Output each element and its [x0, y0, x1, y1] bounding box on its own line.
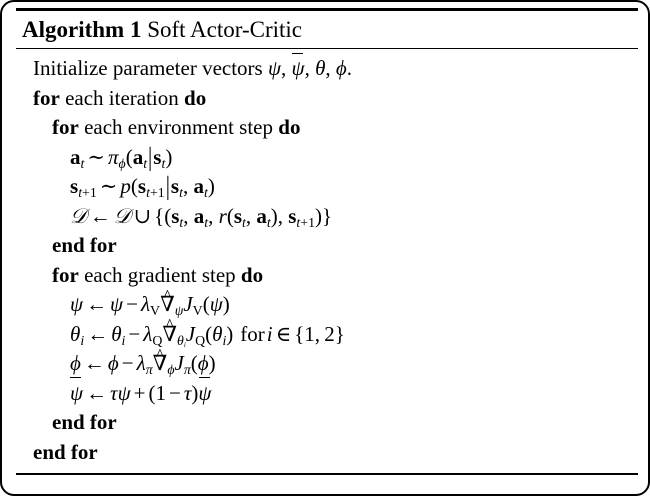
- line-update-psi-bar: ψ←τψ+(1−τ)ψ: [16, 377, 638, 409]
- keyword-end-for: end for: [52, 233, 117, 258]
- keyword-do: do: [278, 115, 301, 140]
- algorithm-name: Soft Actor-Critic: [147, 17, 302, 42]
- line-update-psi: ψ←ψ−λV∇ψJV(ψ): [16, 290, 638, 320]
- algorithm-title: Algorithm 1 Soft Actor-Critic: [16, 11, 638, 48]
- line-update-theta: θi←θi−λQ∇θiJQ(θi)fori∈{1, 2}: [16, 320, 638, 350]
- line-for-gradient-step: for each gradient step do: [16, 261, 638, 291]
- text-each-environment-step: each environment step: [84, 115, 274, 140]
- keyword-end-for: end for: [52, 410, 117, 435]
- algorithm-body: Initialize parameter vectors ψ, ψ, θ, ϕ.…: [16, 49, 638, 473]
- initialize-label: Initialize parameter vectors: [33, 56, 263, 81]
- algorithm-label: Algorithm 1: [22, 17, 142, 42]
- text-for-inline: for: [240, 321, 265, 346]
- line-end-for-environment-step: end for: [16, 231, 638, 261]
- line-end-for-gradient-step: end for: [16, 408, 638, 438]
- keyword-do: do: [184, 85, 207, 110]
- symbol-phi: ϕ: [335, 56, 347, 81]
- text-each-iteration: each iteration: [65, 85, 179, 110]
- text-each-gradient-step: each gradient step: [84, 262, 236, 287]
- keyword-for: for: [33, 85, 60, 110]
- algorithm-title-rule: [16, 47, 638, 50]
- keyword-end-for: end for: [33, 439, 98, 464]
- keyword-for: for: [52, 115, 79, 140]
- line-sample-action: at∼πϕ(at|st): [70, 141, 173, 172]
- algorithm-bottom-rule: [16, 473, 638, 475]
- symbol-script-d: 𝒟: [70, 203, 87, 228]
- line-end-for-iteration: end for: [16, 438, 638, 468]
- symbol-psi-bar: ψ: [292, 52, 305, 84]
- line-sample-next-state: st+1∼p(st+1|st, at): [70, 171, 215, 202]
- line-update-phi: ϕ←ϕ−λπ∇ϕJπ(ϕ): [16, 349, 638, 379]
- line-initialize: Initialize parameter vectors ψ, ψ, θ, ϕ.: [16, 52, 638, 84]
- line-for-iteration: for each iteration do: [16, 84, 638, 114]
- keyword-do: do: [240, 262, 264, 287]
- algorithm-block: Algorithm 1 Soft Actor-Critic Initialize…: [16, 8, 638, 475]
- algorithm-top-rule: [16, 8, 638, 11]
- line-for-environment-step: for each environment step do: [16, 113, 638, 143]
- symbol-theta: θ: [315, 56, 326, 81]
- line-append-replay-buffer: 𝒟←𝒟∪{(st, at, r(st, at), st+1)}: [70, 203, 333, 230]
- keyword-for: for: [52, 262, 79, 287]
- symbol-psi: ψ: [267, 56, 282, 81]
